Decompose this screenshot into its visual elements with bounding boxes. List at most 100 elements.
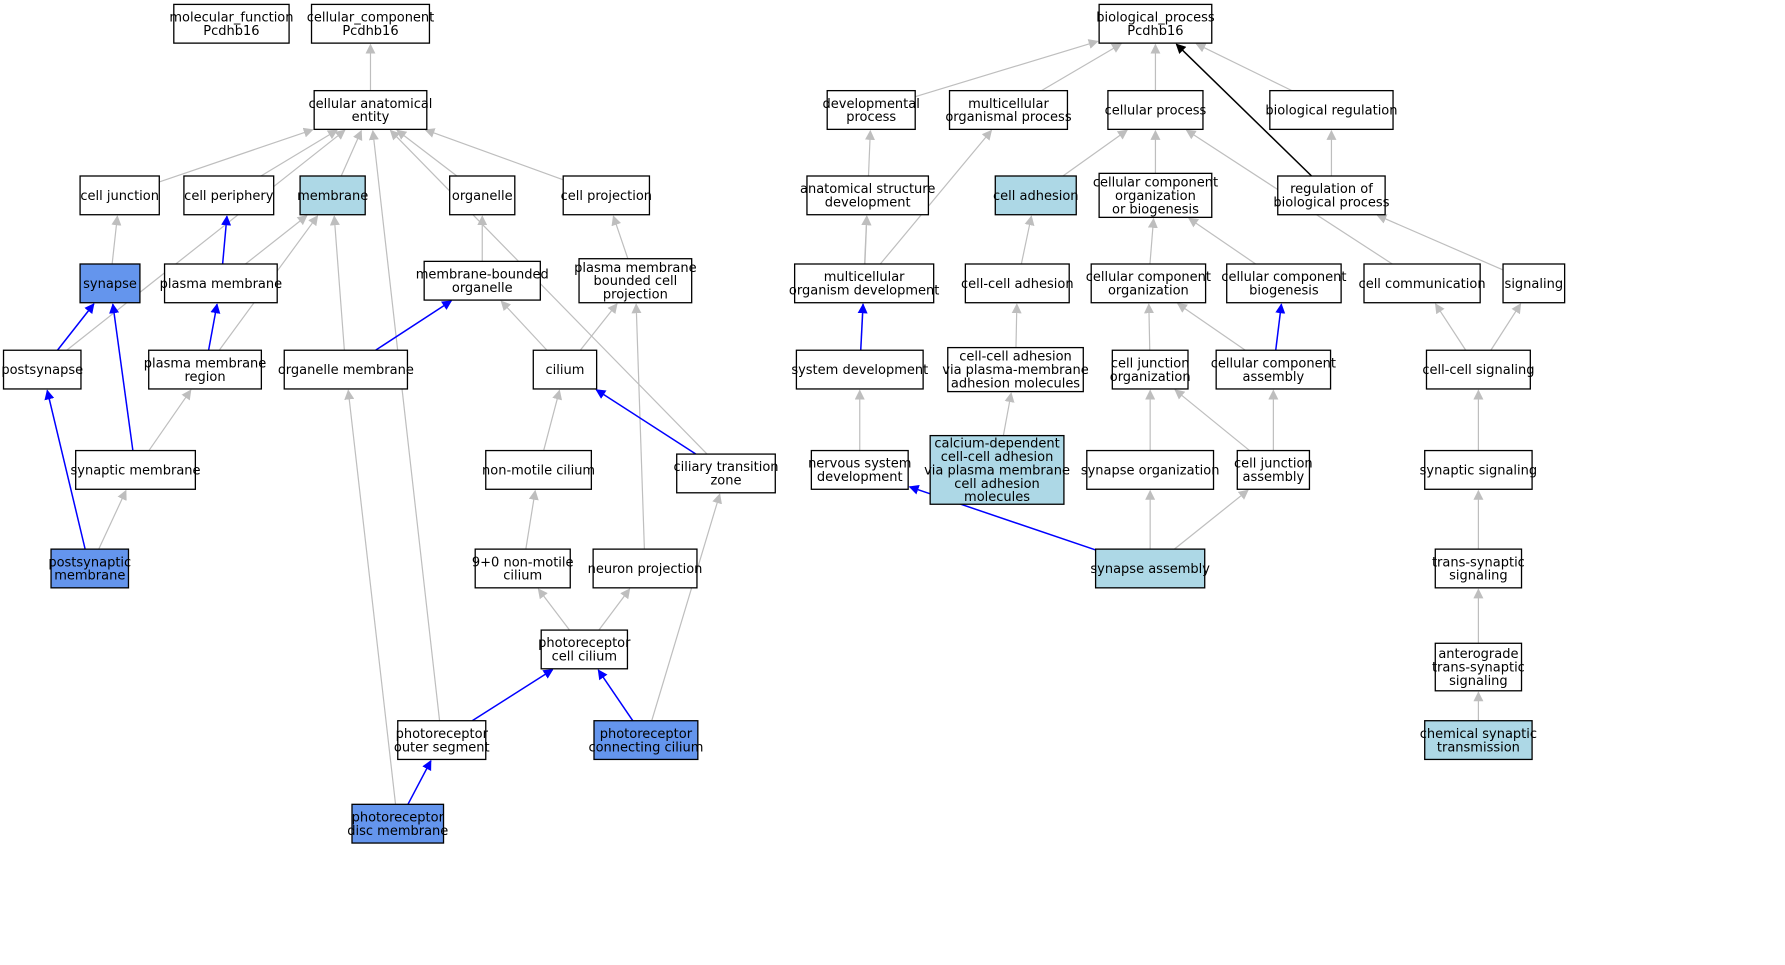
node-label-line: membrane-bounded [416, 268, 549, 283]
node-box [947, 346, 1084, 393]
node-box [795, 349, 924, 390]
node-box [1086, 449, 1215, 490]
edge-is-a-cc-assembly-to-cc-org [1176, 303, 1246, 351]
node-label-line: postsynapse [1, 363, 83, 378]
edge-is-a-pmbcp-to-cell-projection [611, 215, 629, 259]
node-label-line: Pcdhb16 [1127, 24, 1183, 39]
edge-is-a-cj-org-to-cc-org [1144, 303, 1155, 351]
node-label-line: multicellular [968, 97, 1049, 112]
edge-is-a-nine-zero-to-non-motile-cilium [525, 489, 539, 550]
node-label-line: regulation of [1290, 182, 1373, 197]
node-cc-signaling: cell-cell signaling [1422, 349, 1534, 390]
node-label-line: cell adhesion [993, 189, 1079, 204]
edge-is-a-cc-signaling-to-signaling [1490, 303, 1522, 351]
node-label-line: synaptic membrane [70, 463, 200, 478]
edge-part-of-outer-segment-to-photoreceptor-cilium [471, 668, 554, 722]
node-label-line: organismal process [945, 110, 1071, 125]
node-box [423, 260, 541, 301]
node-label-line: synaptic signaling [1420, 463, 1537, 478]
node-box [1236, 449, 1311, 490]
node-box [1502, 263, 1566, 304]
node-box [1269, 89, 1394, 131]
node-box [474, 548, 571, 589]
node-membrane: membrane [297, 175, 368, 216]
node-box [79, 263, 141, 304]
node-synaptic-membrane: synaptic membrane [70, 449, 201, 490]
node-label-line: zone [710, 474, 741, 489]
node-box [1277, 175, 1386, 216]
node-label-line: adhesion molecules [951, 377, 1080, 392]
node-label-line: organelle membrane [278, 363, 414, 378]
edge-is-a-bio-regulation-to-bp-root [1195, 43, 1293, 92]
node-box [562, 175, 651, 216]
edge-is-a-cc-adhesion-to-cell-adhesion [1020, 215, 1035, 265]
node-box [540, 629, 629, 670]
node-box [793, 263, 935, 304]
node-box [313, 89, 428, 131]
node-signaling: signaling [1502, 263, 1566, 304]
node-label-line: bounded cell [594, 274, 678, 289]
node-box [1226, 263, 1342, 304]
node-label-line: cilium [546, 363, 585, 378]
node-label-line: via plasma membrane [924, 463, 1070, 478]
edge-is-a-multi-org-dev-to-multi-org-process [879, 129, 993, 265]
edge-is-a-cc-biogenesis-to-ccob [1187, 217, 1256, 265]
node-label-line: plasma membrane [144, 356, 267, 371]
node-label-line: biological_process [1096, 11, 1215, 26]
node-label-line: anterograde [1438, 647, 1518, 662]
edge-part-of-ciliary-tz-to-cilium [595, 389, 697, 455]
node-label-line: postsynaptic [48, 555, 131, 570]
node-box [1090, 263, 1207, 304]
edge-part-of-postsynapse-to-synapse [56, 303, 95, 351]
node-label-line: non-motile cilium [482, 463, 595, 478]
node-label-line: cellular component [1211, 356, 1336, 371]
node-label-line: developmental [823, 97, 920, 112]
edge-is-a-synaptic-membrane-to-pm-region [148, 389, 192, 451]
node-label-line: outer segment [394, 740, 490, 755]
node-label-line: signaling [1449, 674, 1508, 689]
edge-is-a-photoreceptor-cilium-to-nine-zero [537, 588, 571, 631]
node-box [173, 3, 290, 44]
node-box [1434, 548, 1523, 589]
node-label-line: process [846, 110, 896, 125]
node-box [948, 89, 1069, 131]
node-label-line: connecting cilium [588, 740, 703, 755]
edge-is-a-non-motile-cilium-to-cilium [543, 389, 563, 451]
node-box [2, 349, 82, 390]
edge-part-of-connecting-cilium-to-photoreceptor-cilium [597, 669, 634, 722]
node-box [183, 175, 275, 216]
edge-is-a-cj-assembly-to-cj-org [1174, 389, 1250, 452]
edge-is-a-organelle-to-cae [396, 129, 458, 177]
edge-is-a-photoreceptor-cilium-to-neuron-projection [598, 588, 631, 631]
node-label-line: membrane [297, 189, 368, 204]
edge-is-a-ciliary-tz-to-cae [389, 129, 708, 455]
node-plasma-membrane: plasma membrane [160, 263, 282, 304]
node-box [532, 349, 598, 390]
edge-is-a-cell-projection-to-cae [424, 128, 564, 181]
node-label-line: cell communication [1359, 277, 1486, 292]
node-box [1098, 3, 1213, 44]
edge-part-of-cc-assembly-to-cc-biogenesis [1274, 303, 1286, 351]
edge-is-a-synapse-to-cell-junction [111, 215, 122, 265]
node-box [148, 349, 263, 390]
node-synapse-org: synapse organization [1081, 449, 1219, 490]
node-cell-junction: cell junction [79, 175, 160, 216]
node-label-line: development [817, 470, 903, 485]
edge-part-of-system-dev-to-multi-org-dev [857, 303, 868, 351]
node-layer: molecular_functionPcdhb16cellular_compon… [1, 3, 1566, 844]
node-label-line: trans-synaptic [1432, 555, 1525, 570]
